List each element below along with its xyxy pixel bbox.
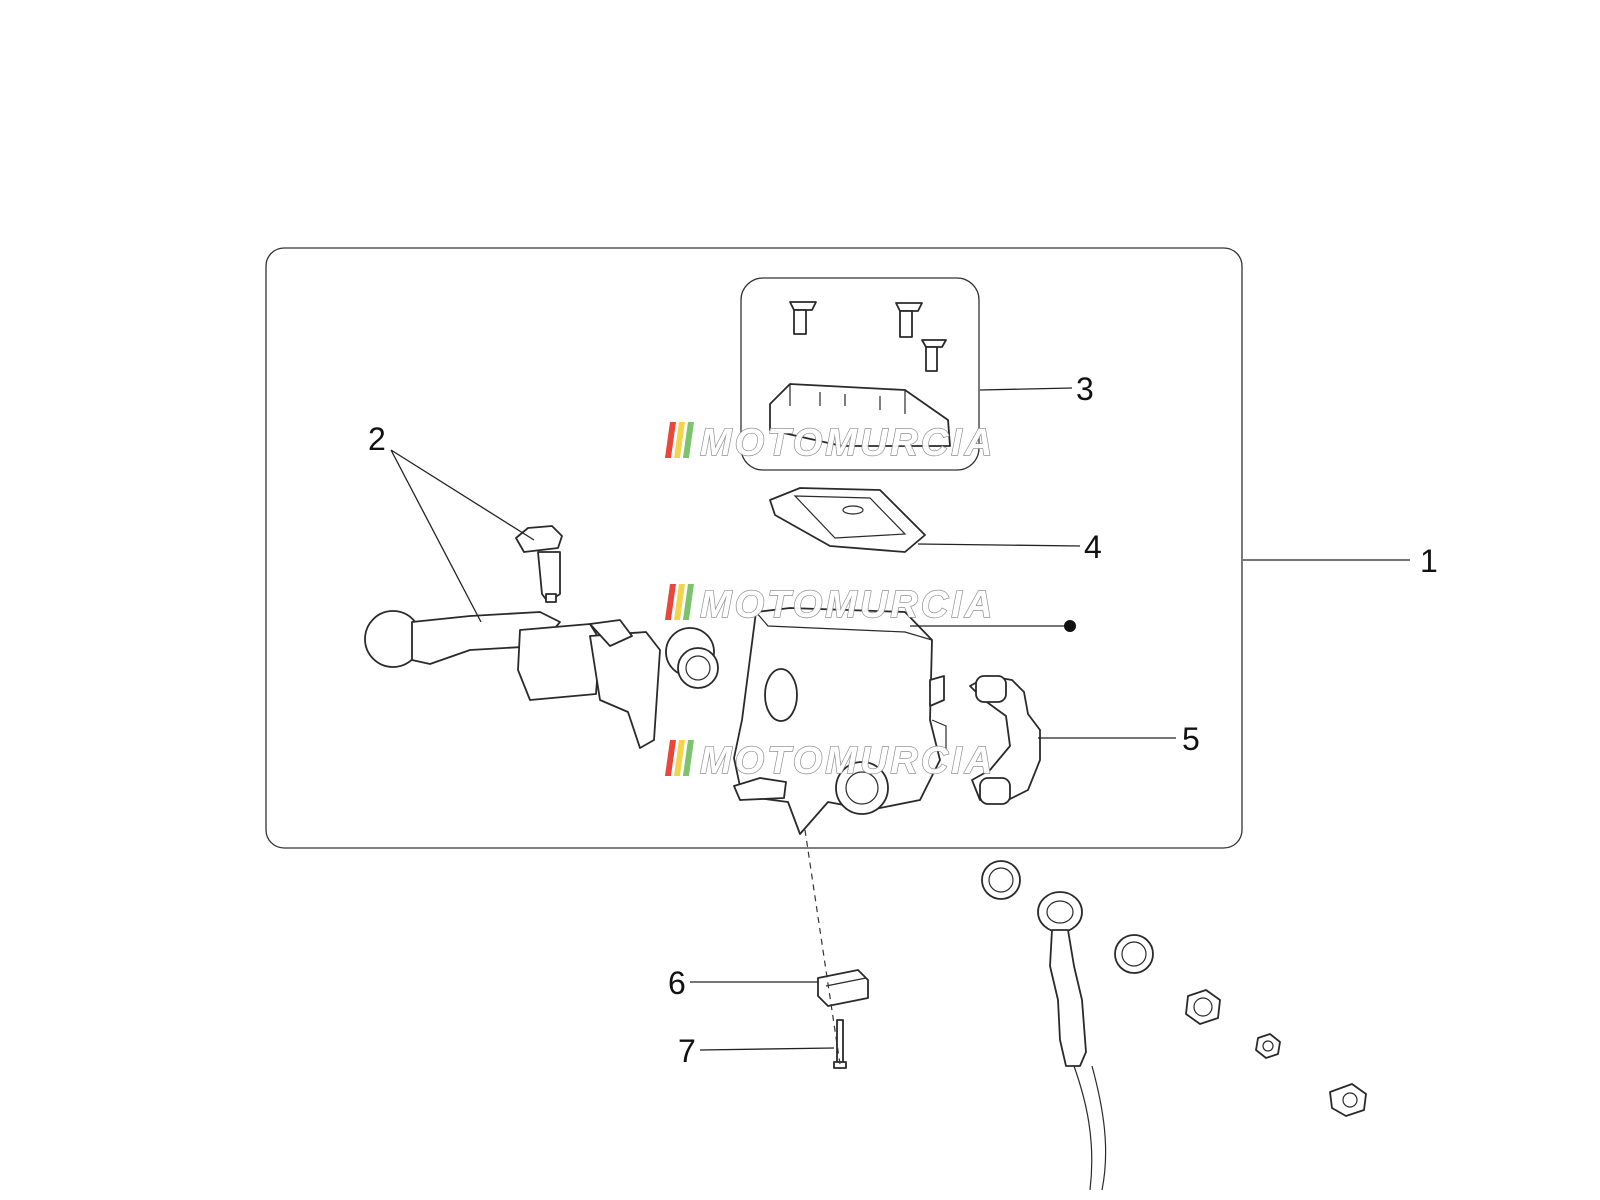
watermark-logo: MOTOMURCIA [664, 583, 995, 627]
svg-text:MOTOMURCIA: MOTOMURCIA [700, 584, 995, 626]
leader-line-2 [390, 449, 535, 623]
part-label-4: 4 [1084, 529, 1102, 565]
lever-pivot-bushing [665, 627, 719, 689]
sealing-washer [1114, 934, 1154, 974]
part-label-5: 5 [1182, 721, 1200, 757]
brake-light-switch [817, 969, 869, 1007]
leader-line-3 [979, 387, 1073, 391]
brake-hose [1037, 891, 1107, 1191]
leader-line-4 [917, 543, 1081, 547]
cover-screw [789, 301, 817, 335]
sealing-washer [981, 860, 1021, 900]
part-label-7: 7 [678, 1033, 696, 1069]
bleed-cap [1329, 1083, 1367, 1117]
svg-text:MOTOMURCIA: MOTOMURCIA [700, 740, 995, 782]
part-label-2: 2 [368, 421, 386, 457]
watermark-logo: MOTOMURCIA [664, 421, 995, 465]
part-label-1: 1 [1420, 543, 1438, 579]
reservoir-cover-group-box [740, 277, 980, 471]
cover-screw [895, 302, 923, 338]
alignment-dash-line [804, 829, 841, 1065]
reference-dot [1064, 620, 1076, 632]
reservoir-diaphragm [769, 487, 926, 553]
part-label-3: 3 [1076, 371, 1094, 407]
assembly-group-box [265, 247, 1243, 849]
lever-adjuster-knob [515, 525, 563, 603]
cover-screw [921, 339, 947, 372]
master-cylinder-body [733, 607, 947, 835]
handlebar-clamp [969, 675, 1041, 805]
svg-text:MOTOMURCIA: MOTOMURCIA [700, 422, 995, 464]
brake-lever [364, 610, 661, 749]
part-label-6: 6 [668, 965, 686, 1001]
watermark-logo: MOTOMURCIA [664, 739, 995, 783]
banjo-bolt [1185, 989, 1221, 1025]
leader-line-7 [699, 1047, 835, 1051]
bleed-screw [1255, 1033, 1281, 1059]
reservoir-cover [769, 383, 951, 447]
